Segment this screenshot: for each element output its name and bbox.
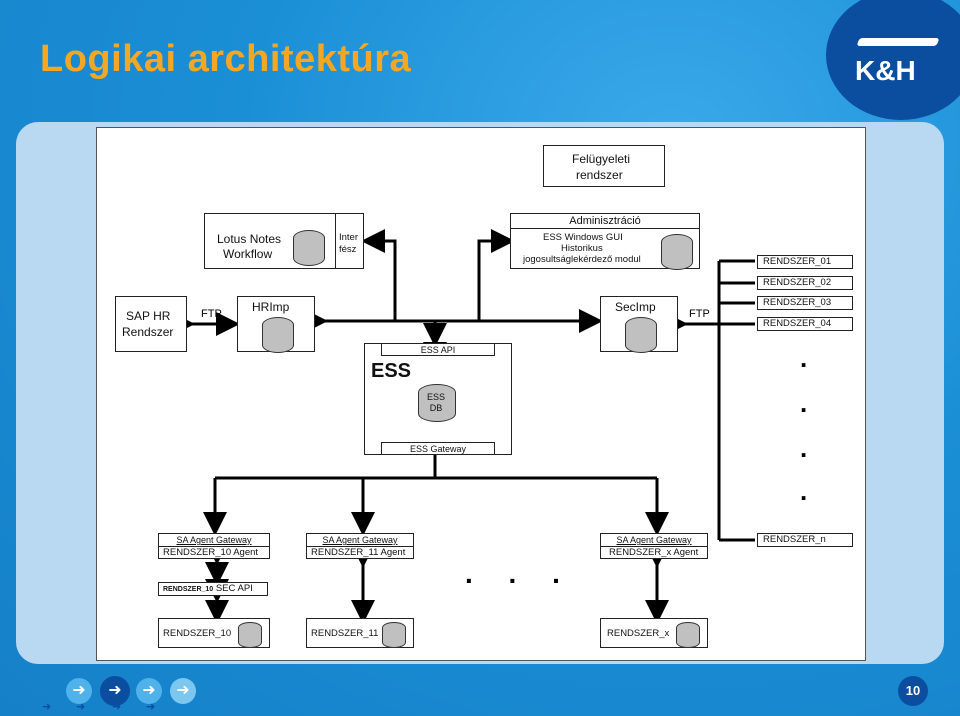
small-arrow-icon: ➜ <box>112 701 122 713</box>
architecture-diagram: Felügyeleti rendszer Adminisztráció ESS … <box>96 127 866 661</box>
small-arrow-icon: ➜ <box>42 701 52 713</box>
lotus-notes-box: Lotus Notes Workflow Inter fész <box>204 213 364 269</box>
monitoring-label-line2: rendszer <box>576 168 623 182</box>
system-node: RENDSZER_11 <box>306 618 414 648</box>
admin-line-gui: ESS Windows GUI <box>543 232 623 243</box>
system-box: RENDSZER_03 <box>757 296 853 310</box>
interface-divider <box>335 214 336 268</box>
lotus-label-line2: Workflow <box>223 247 273 261</box>
brand-logo <box>826 0 960 120</box>
logo-band <box>856 38 940 46</box>
logo-text: K&H <box>855 55 916 86</box>
vertical-dot: . <box>800 388 808 418</box>
vertical-dot: . <box>800 476 808 506</box>
sec-api-prefix: RENDSZER_10 <box>163 586 214 593</box>
hrimp-label: HRImp <box>252 300 290 314</box>
agent-box: SA Agent Gateway RENDSZER_x Agent <box>600 533 708 559</box>
page-number: 10 <box>898 676 928 706</box>
ess-db-label-line2: DB <box>429 403 443 413</box>
secimp-box: SecImp <box>600 296 678 353</box>
system-box: RENDSZER_01 <box>757 255 853 269</box>
sap-hr-box: SAP HR Rendszer <box>115 296 187 352</box>
ess-db-label-line1: ESS <box>426 392 445 402</box>
ess-title: ESS <box>371 360 412 382</box>
ess-box: ESS API ESS ESS DB ESS Gateway <box>364 343 512 455</box>
slide-title: Logikai architektúra <box>40 38 412 80</box>
arrow-icon: ➜ <box>66 678 92 704</box>
ess-api-box: ESS API <box>381 343 495 356</box>
agent-box: SA Agent Gateway RENDSZER_10 Agent <box>158 533 270 559</box>
database-icon <box>293 230 325 266</box>
system-node-label: RENDSZER_10 <box>163 628 232 639</box>
hrimp-box: HRImp <box>237 296 315 353</box>
database-icon <box>382 622 406 648</box>
ftp-left-label: FTP <box>201 308 222 320</box>
administration-header: Adminisztráció <box>511 214 699 229</box>
database-icon <box>625 317 657 353</box>
monitoring-system-box: Felügyeleti rendszer <box>543 145 665 187</box>
database-icon <box>262 317 294 353</box>
connection-lines <box>171 229 755 624</box>
administration-box: Adminisztráció ESS Windows GUI Historiku… <box>510 213 700 270</box>
sap-label-line1: SAP HR <box>126 309 171 323</box>
secimp-label: SecImp <box>615 300 656 314</box>
system-box: RENDSZER_04 <box>757 317 853 331</box>
system-box: RENDSZER_n <box>757 533 853 547</box>
vertical-dot: . <box>800 433 808 463</box>
sec-api-suffix: SEC API <box>215 583 253 594</box>
interface-label-line2: fész <box>339 244 357 255</box>
monitoring-label-line1: Felügyeleti <box>572 152 631 166</box>
small-arrow-icon: ➜ <box>76 701 86 713</box>
small-arrow-icon: ➜ <box>146 701 156 713</box>
agent-name-label: RENDSZER_10 Agent <box>163 547 259 558</box>
lotus-label-line1: Lotus Notes <box>217 232 282 246</box>
ess-db-icon <box>418 384 456 422</box>
admin-line-module: jogosultságlekérdező modul <box>523 254 641 265</box>
interface-label-line1: Inter <box>339 232 359 243</box>
agent-gateway-label: SA Agent Gateway <box>159 534 269 547</box>
arrow-icon: ➜ <box>100 676 130 706</box>
arrow-icon: ➜ <box>136 678 162 704</box>
admin-line-history: Historikus <box>561 243 603 254</box>
ess-gateway-box: ESS Gateway <box>381 442 495 455</box>
system-node: RENDSZER_10 <box>158 618 270 648</box>
system-node-label: RENDSZER_11 <box>311 628 379 639</box>
sap-label-line2: Rendszer <box>122 325 174 339</box>
system-node-label: RENDSZER_x <box>607 628 670 639</box>
database-icon <box>238 622 262 648</box>
database-icon <box>676 622 700 648</box>
agent-gateway-label: SA Agent Gateway <box>601 534 707 547</box>
agent-gateway-label: SA Agent Gateway <box>307 534 413 547</box>
agent-name-label: RENDSZER_x Agent <box>609 547 699 558</box>
ftp-right-label: FTP <box>689 308 710 320</box>
sec-api-box: RENDSZER_10 SEC API <box>158 582 268 596</box>
vertical-dot: . <box>800 343 808 373</box>
system-box: RENDSZER_02 <box>757 276 853 290</box>
agent-box: SA Agent Gateway RENDSZER_11 Agent <box>306 533 414 559</box>
horizontal-dots: . . . <box>465 558 574 589</box>
database-icon <box>661 234 693 270</box>
arrow-icon: ➜ <box>170 678 196 704</box>
agent-name-label: RENDSZER_11 Agent <box>311 547 406 558</box>
system-node: RENDSZER_x <box>600 618 708 648</box>
